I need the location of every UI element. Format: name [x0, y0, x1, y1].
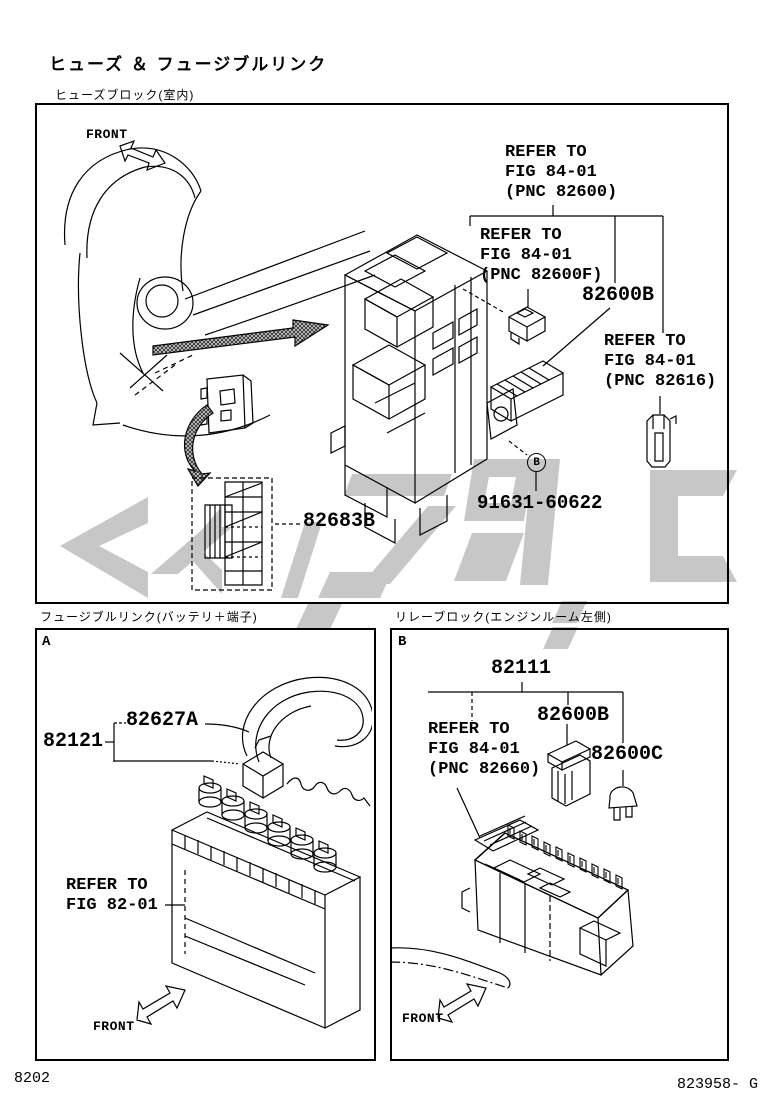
relay-panel-frame — [390, 628, 729, 1061]
refer-pnc-82660: REFER TO FIG 84-01 (PNC 82660) — [428, 720, 541, 779]
refer-pnc-82616: REFER TO FIG 84-01 (PNC 82616) — [604, 332, 717, 391]
relay-drawing — [548, 741, 590, 806]
section-label-interior: ヒューズブロック(室内) — [55, 88, 195, 102]
interior-panel-drawing — [35, 103, 725, 600]
section-label-battery: フュージブルリンク(バッテリ＋端子) — [40, 610, 258, 624]
part-number-82600c: 82600C — [591, 743, 664, 766]
junction-bracket-drawing — [201, 375, 253, 433]
figure-code: 823958- G — [677, 1076, 759, 1093]
battery-panel-frame — [35, 628, 376, 1061]
car-dash-sketch — [65, 148, 375, 436]
panel-id-a: A — [42, 634, 51, 650]
front-label: FRONT — [86, 127, 128, 142]
leader-lines — [275, 205, 663, 524]
leader-lines — [105, 723, 249, 954]
relay-connector-drawing — [491, 361, 563, 421]
relay-panel-drawing — [390, 628, 725, 1057]
front-label: FRONT — [402, 1011, 444, 1026]
leader-lines — [428, 682, 623, 838]
part-number-82111: 82111 — [491, 657, 552, 680]
front-label: FRONT — [93, 1019, 135, 1034]
battery-drawing — [172, 775, 360, 1028]
battery-panel-drawing — [35, 628, 372, 1057]
page-number: 8202 — [14, 1070, 51, 1087]
part-number-82627a: 82627A — [126, 709, 199, 732]
harness-drawing — [242, 677, 372, 806]
fuse-drawing — [647, 415, 676, 467]
fuse-block-drawing — [331, 235, 517, 543]
mini-fuse-drawing — [609, 787, 637, 820]
part-number-82600b: 82600B — [582, 284, 655, 307]
part-number-82121: 82121 — [43, 730, 104, 753]
relay-block-drawing — [390, 816, 633, 988]
remove-direction-arrow-icon — [185, 405, 213, 486]
part-number-91631-60622: 91631-60622 — [477, 492, 603, 514]
panel-id-b: B — [398, 634, 407, 650]
front-arrow-icon — [120, 141, 165, 170]
front-arrow-icon — [438, 984, 486, 1022]
refer-fig-82-01: REFER TO FIG 82-01 — [66, 876, 158, 915]
fuse-label-drawing — [192, 478, 272, 590]
install-direction-arrow-icon — [153, 320, 328, 355]
connector-drawing — [509, 307, 545, 344]
page-title: ヒューズ ＆ フュージブルリンク — [49, 55, 328, 74]
callout-circle-b: B — [527, 453, 546, 472]
part-number-82600b-relay: 82600B — [537, 704, 610, 727]
refer-pnc-82600f: REFER TO FIG 84-01 (PNC 82600F) — [480, 226, 603, 285]
refer-pnc-82600: REFER TO FIG 84-01 (PNC 82600) — [505, 143, 618, 202]
part-number-82683b: 82683B — [303, 510, 376, 533]
front-arrow-icon — [137, 986, 185, 1024]
interior-panel-frame — [35, 103, 729, 604]
section-label-relay: リレーブロック(エンジンルーム左側) — [395, 610, 612, 624]
